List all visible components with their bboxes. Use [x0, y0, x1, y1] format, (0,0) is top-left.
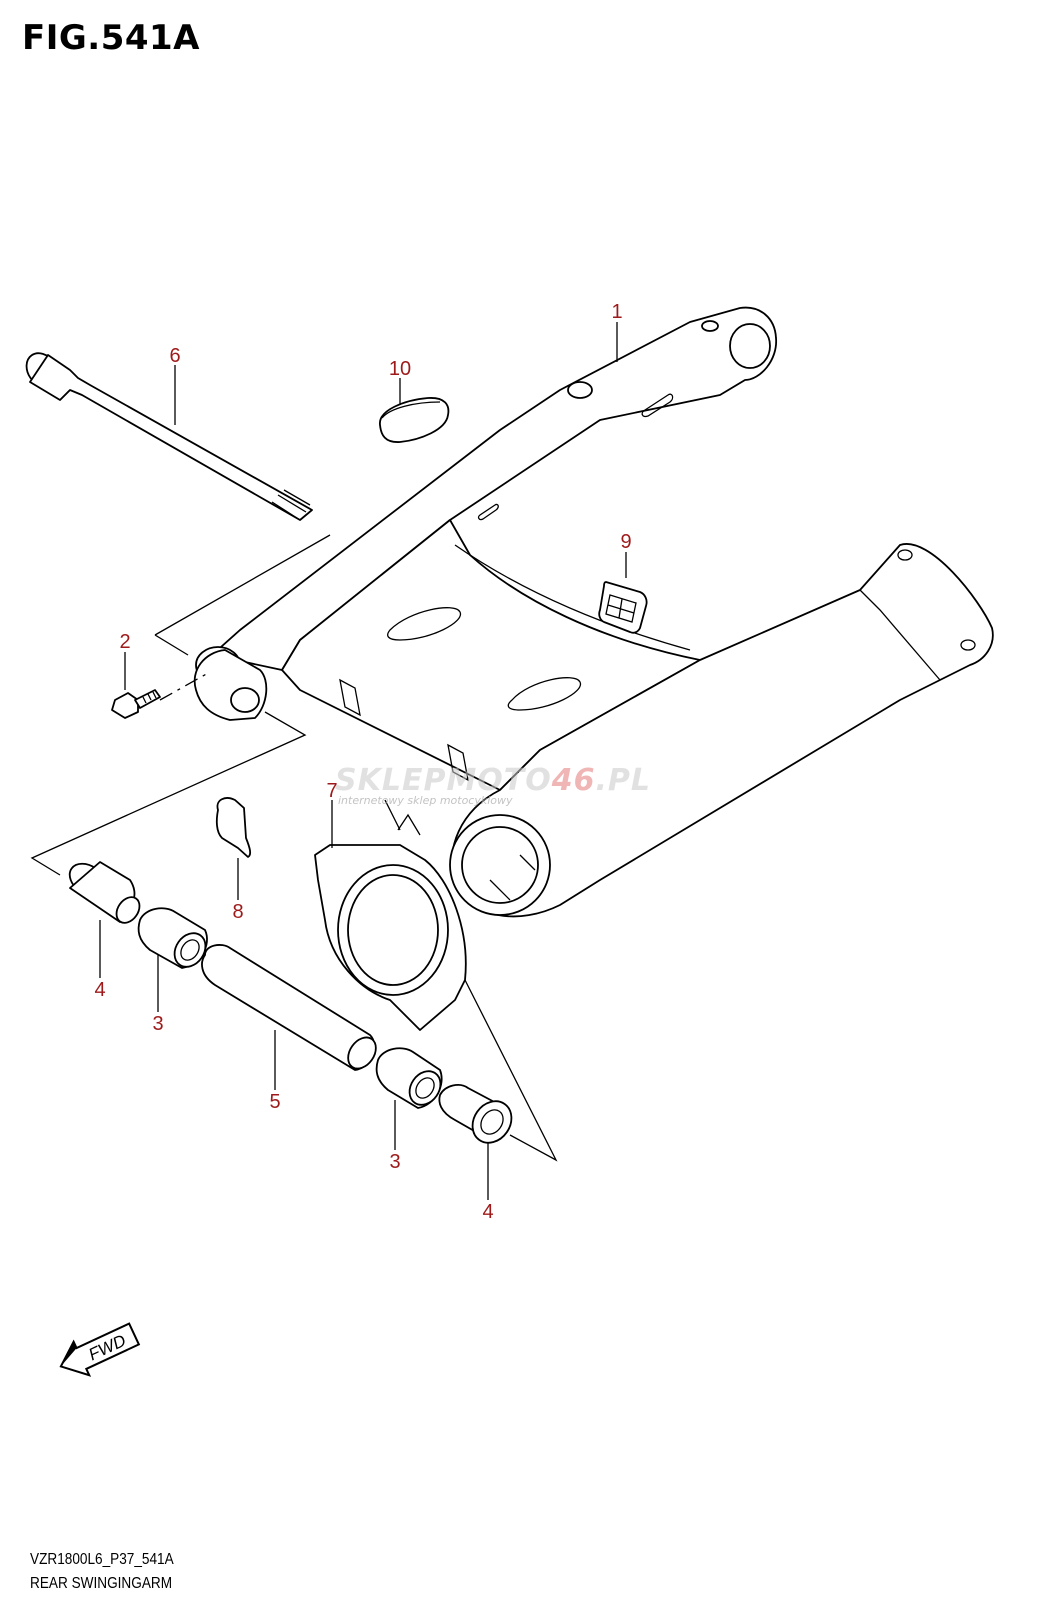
part-4b-collar[interactable]	[438, 1084, 519, 1150]
callout-3b: 3	[389, 1151, 400, 1173]
callout-6: 6	[169, 345, 180, 367]
figure-title: FIG.541A	[22, 18, 200, 58]
part-6-pivot-shaft[interactable]	[20, 347, 313, 521]
callout-4b: 4	[482, 1201, 493, 1223]
callout-1: 1	[611, 301, 622, 323]
part-8-clip[interactable]	[215, 797, 252, 858]
callout-7: 7	[326, 780, 337, 802]
assembly-guide-lines	[30, 534, 558, 1162]
part-4a-collar[interactable]	[64, 857, 145, 927]
footer-caption: VZR1800L6_P37_541A REAR SWINGINGARM	[30, 1548, 174, 1596]
part-10-cap[interactable]	[379, 397, 450, 443]
part-3a-bearing[interactable]	[137, 907, 212, 972]
callout-labels: 1 2 3 3 4 4 5 6 7 8 9 10	[94, 301, 631, 1223]
watermark-logo: SKLEPMOTO46.PL	[335, 763, 652, 798]
callout-3a: 3	[152, 1013, 163, 1035]
leader-lines	[99, 322, 627, 1200]
callout-9: 9	[620, 531, 631, 553]
part-2-bolt[interactable]	[111, 689, 161, 719]
watermark-tagline: internetowy sklep motocyklowy	[338, 794, 513, 807]
callout-5: 5	[269, 1091, 280, 1113]
part-5-spacer[interactable]	[201, 944, 382, 1074]
part-9-label[interactable]	[598, 581, 648, 634]
model-code: VZR1800L6_P37_541A	[30, 1551, 174, 1568]
fwd-arrow-icon: FWD	[59, 1322, 141, 1377]
callout-4a: 4	[94, 979, 105, 1001]
diagram-caption: REAR SWINGINGARM	[30, 1575, 173, 1592]
part-1-swingarm[interactable]	[193, 306, 994, 918]
callout-8: 8	[232, 901, 243, 923]
part-3b-bearing[interactable]	[375, 1047, 447, 1110]
callout-2: 2	[119, 631, 130, 653]
callout-10: 10	[389, 358, 411, 380]
part-7-guard[interactable]	[314, 813, 467, 1031]
